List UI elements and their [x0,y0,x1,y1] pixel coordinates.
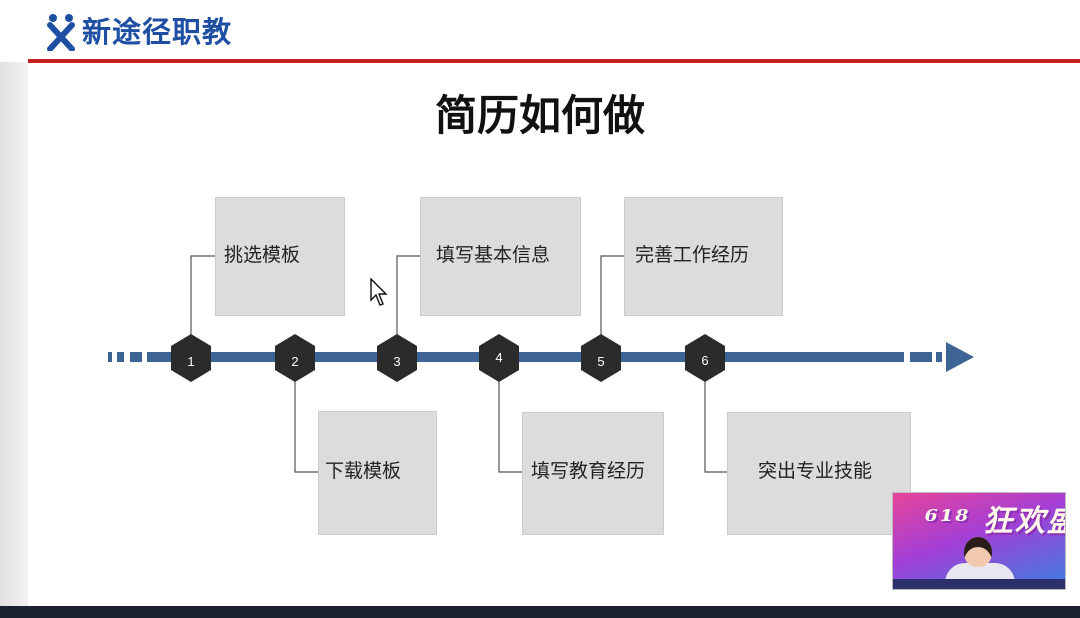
brand-logo-icon [47,14,75,51]
step-number-4: 4 [495,350,503,365]
step-label-5: 完善工作经历 [635,244,750,266]
brand-name: 新途径职教 [82,15,233,49]
step-number-2: 2 [291,354,299,369]
slide-header: 新途径职教 [0,0,1080,62]
event-banner-graphic: ⁶¹⁸ 狂欢盛典 [925,505,1065,539]
presenter-video-overlay[interactable]: ⁶¹⁸ 狂欢盛典 [892,492,1066,590]
step-card-1 [215,197,345,316]
step-number-3: 3 [393,354,401,369]
step-label-4: 填写教育经历 [531,460,646,482]
timeline-arrow-icon [946,342,974,372]
step-hexagon-3 [377,334,417,382]
desk-strip [893,579,1065,589]
timeline-axis [147,352,904,362]
step-label-3: 填写基本信息 [436,244,551,266]
step-number-6: 6 [701,353,709,368]
step-number-1: 1 [187,354,195,369]
timeline-dashes [108,352,942,362]
taskbar-strip [0,606,1080,618]
step-hexagon-1 [171,334,211,382]
step-hexagon-5 [581,334,621,382]
step-label-2: 下载模板 [325,460,402,482]
step-card-6 [727,412,911,535]
step-card-2 [318,411,437,535]
step-hexagon-4 [479,334,519,382]
presenter-head [964,537,992,567]
step-card-5 [624,197,783,316]
step-card-3 [420,197,581,316]
step-number-5: 5 [597,354,605,369]
step-label-1: 挑选模板 [224,244,301,266]
page-title: 简历如何做 [434,91,645,140]
connector-lines [190,255,727,473]
step-label-6: 突出专业技能 [758,460,873,482]
header-divider [28,59,1080,63]
window-left-strip [0,0,28,606]
mouse-cursor-icon [370,278,388,306]
step-hexagon-2 [275,334,315,382]
step-card-4 [522,412,664,535]
step-hexagon-6 [685,334,725,382]
